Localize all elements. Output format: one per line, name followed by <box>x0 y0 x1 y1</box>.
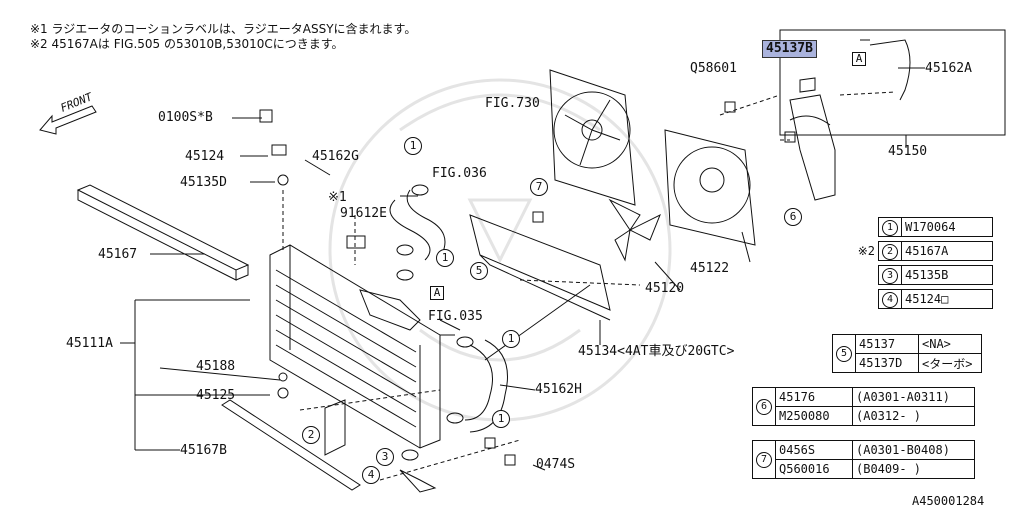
legend-6: 6 45176 (A0301-A0311) M250080 (A0312- ) <box>752 387 975 426</box>
ref-box-a-bottom: A <box>430 286 444 300</box>
figure-id: A450001284 <box>912 494 985 508</box>
legend-part: W170064 <box>901 217 993 237</box>
legend-part: 45124□ <box>901 289 993 309</box>
circle-num-3[interactable]: 3 <box>376 448 394 466</box>
callout-45162g[interactable]: 45162G <box>312 149 359 164</box>
strip-45167b-shape <box>221 399 361 491</box>
legend-num: 1 <box>882 219 898 236</box>
legend-7: 7 0456S (A0301-B0408) Q560016 (B0409- ) <box>752 440 975 479</box>
callout-45162h[interactable]: 45162H <box>535 382 582 397</box>
reservoir-tank-shape <box>789 77 836 201</box>
legend-cond: <NA> <box>918 334 982 354</box>
callout-45125[interactable]: 45125 <box>196 388 236 403</box>
legend-row-2[interactable]: ※2 2 45167A <box>846 241 993 261</box>
circle-num-5[interactable]: 5 <box>470 262 488 280</box>
circle-num-1-b[interactable]: 1 <box>436 249 454 267</box>
fan-shroud-lower <box>664 129 756 246</box>
callout-45162a[interactable]: 45162A <box>925 61 972 76</box>
legend7-row-1[interactable]: Q560016 (B0409- ) <box>753 459 975 479</box>
legend-num: 5 <box>836 346 852 362</box>
legend-num: 7 <box>756 452 772 468</box>
watermark-logo <box>328 78 672 422</box>
callout-45120[interactable]: 45120 <box>645 281 685 296</box>
bolt-icons <box>259 101 796 493</box>
legend-prefix <box>846 266 879 285</box>
legend-prefix <box>846 290 879 309</box>
callout-45124[interactable]: 45124 <box>185 149 225 164</box>
leader-lines <box>120 39 925 471</box>
legend-part: 45137 <box>855 334 919 354</box>
circle-num-1-c[interactable]: 1 <box>502 330 520 348</box>
legend-cond: (A0301-A0311) <box>852 387 975 407</box>
callout-fig036[interactable]: FIG.036 <box>432 166 487 181</box>
legend-num: 2 <box>882 243 898 260</box>
legend-part: M250080 <box>775 406 853 426</box>
callout-45122[interactable]: 45122 <box>690 261 730 276</box>
callout-fig730[interactable]: FIG.730 <box>485 96 540 111</box>
legend-part: 45176 <box>775 387 853 407</box>
callout-fig035[interactable]: FIG.035 <box>428 309 483 324</box>
legend-cond: (A0312- ) <box>852 406 975 426</box>
legend-cond: (A0301-B0408) <box>852 440 975 460</box>
legend-cond: (B0409- ) <box>852 459 975 479</box>
legend6-row-0[interactable]: 6 45176 (A0301-A0311) <box>752 387 975 426</box>
callout-45134[interactable]: 45134<4AT車及び20GTC> <box>578 344 735 359</box>
callout-45188[interactable]: 45188 <box>196 359 236 374</box>
legend-num: 3 <box>882 267 898 284</box>
bar-45167-shape <box>76 184 250 281</box>
circle-num-1-d[interactable]: 1 <box>492 410 510 428</box>
legend-cond: <ターボ> <box>918 353 982 373</box>
callout-45167b[interactable]: 45167B <box>180 443 227 458</box>
fan-shroud-upper <box>549 69 636 206</box>
legend-num: 4 <box>882 291 898 308</box>
callout-q58601[interactable]: Q58601 <box>690 61 737 76</box>
legend6-row-1[interactable]: M250080 (A0312- ) <box>753 406 975 426</box>
radiator-shape <box>269 244 441 449</box>
legend-simple: 1 W170064 ※2 2 45167A 3 45135B 4 45124□ <box>846 217 993 309</box>
legend5-row-1[interactable]: 45137D <ターボ> <box>833 353 982 373</box>
fan-45120-shape <box>608 198 661 262</box>
legend-row-3[interactable]: 3 45135B <box>846 265 993 285</box>
ref-box-a-top: A <box>852 52 866 66</box>
callout-45167[interactable]: 45167 <box>98 247 138 262</box>
callout-45111a[interactable]: 45111A <box>66 336 113 351</box>
legend-part: 0456S <box>775 440 853 460</box>
callout-45150[interactable]: 45150 <box>888 144 928 159</box>
legend-row-4[interactable]: 4 45124□ <box>846 289 993 309</box>
circle-num-1-a[interactable]: 1 <box>404 137 422 155</box>
legend-prefix: ※2 <box>857 244 875 258</box>
legend7-row-0[interactable]: 7 0456S (A0301-B0408) <box>752 440 975 479</box>
legend-5: 5 45137 <NA> 45137D <ターボ> <box>832 334 982 373</box>
legend-prefix <box>846 218 879 237</box>
callout-45137b-highlighted[interactable]: 45137B <box>762 40 817 58</box>
legend-part: 45135B <box>901 265 993 285</box>
legend-row-1[interactable]: 1 W170064 <box>846 217 993 237</box>
circle-num-4[interactable]: 4 <box>362 466 380 484</box>
legend-num: 6 <box>756 399 772 415</box>
callout-0474s[interactable]: 0474S <box>536 457 576 472</box>
circle-num-6[interactable]: 6 <box>784 208 802 226</box>
legend-part: 45137D <box>855 353 919 373</box>
callout-91612e[interactable]: 91612E <box>340 206 387 221</box>
callout-45135d[interactable]: 45135D <box>180 175 227 190</box>
legend-part: 45167A <box>901 241 993 261</box>
circle-num-2[interactable]: 2 <box>302 426 320 444</box>
legend-part: Q560016 <box>775 459 853 479</box>
circle-num-7[interactable]: 7 <box>530 178 548 196</box>
callout-0100s[interactable]: 0100S*B <box>158 110 213 125</box>
front-arrow-icon <box>39 105 97 135</box>
bracket-45134-shape <box>469 214 611 321</box>
legend5-row-0[interactable]: 5 45137 <NA> <box>832 334 982 373</box>
hose-45162g-shape <box>389 189 446 261</box>
note-1: ※1 ラジエータのコーションラベルは、ラジエータASSYに含まれます。 <box>30 22 417 36</box>
note-2: ※2 45167Aは FIG.505 の53010B,53010Cにつきます。 <box>30 37 344 51</box>
callout-note1-mark: ※1 <box>328 190 347 205</box>
